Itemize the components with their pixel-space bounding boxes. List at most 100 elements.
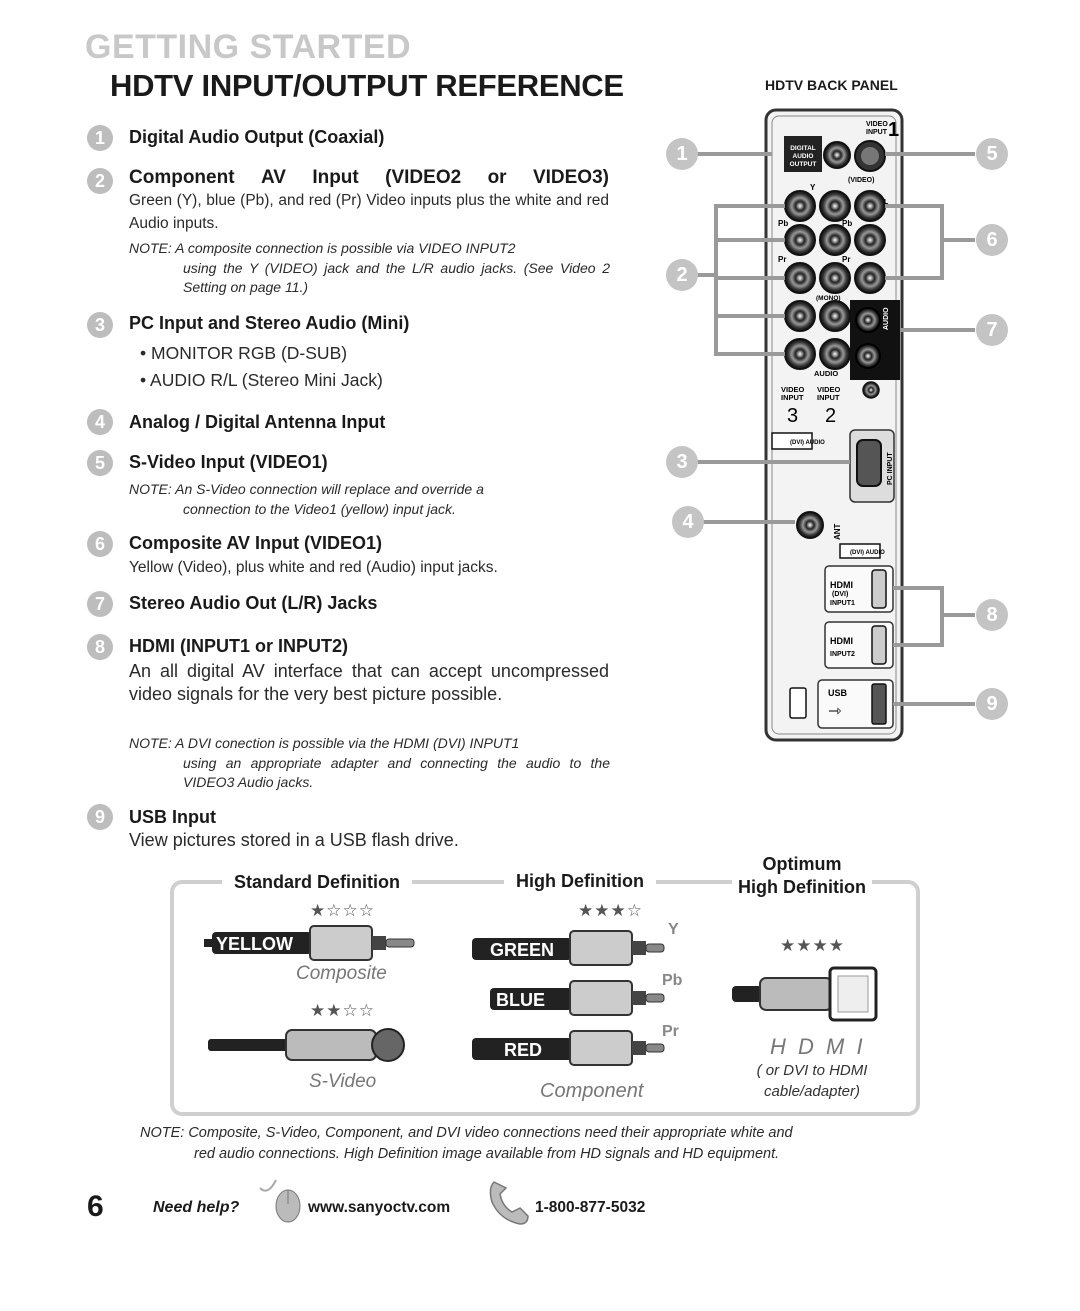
item-number-2: 2 — [87, 168, 113, 194]
footnote-line1: : Composite, S-Video, Component, and DVI… — [180, 1125, 793, 1141]
red-cable: RED Pr — [472, 1023, 679, 1066]
dvi-audio-box — [771, 432, 813, 450]
audio-label: AUDIO — [814, 369, 838, 378]
jack — [784, 338, 816, 370]
callout-lines — [697, 152, 975, 706]
callout-2: 2 — [666, 259, 698, 291]
red-label: RED — [504, 1040, 542, 1060]
hdmi-stars: ★★★★ — [780, 936, 845, 955]
optimum-header-line: Optimum — [762, 854, 842, 874]
note-rest: using an appropriate adapter and connect… — [183, 754, 610, 791]
website-link[interactable]: www.sanyoctv.com — [308, 1199, 451, 1216]
item-number-8: 8 — [87, 634, 113, 660]
item-number-3: 3 — [87, 312, 113, 338]
jack — [784, 262, 816, 294]
jack — [819, 190, 851, 222]
usb-tab — [789, 687, 807, 719]
usb-label: USB — [828, 688, 848, 698]
dvi-audio-box-2 — [839, 543, 881, 559]
item-number-4: 4 — [87, 409, 113, 435]
pr-label: Pr — [842, 255, 850, 264]
note-first-line: : A composite connection is possible via… — [167, 240, 516, 256]
item-number-6: 6 — [87, 531, 113, 557]
digital-audio-label: AUDIO — [793, 153, 814, 160]
component-caption: Component — [540, 1080, 644, 1102]
item-title-6: Composite AV Input (VIDEO1) — [129, 533, 383, 553]
item-title-8: HDMI (INPUT1 or INPUT2) — [129, 636, 349, 656]
item-number-5: 5 — [87, 450, 113, 476]
input-label-3: INPUT — [781, 393, 804, 402]
item-title-2-word: Input — [312, 167, 359, 188]
item-body-8: An all digital AV interface that can acc… — [129, 661, 609, 704]
jack — [819, 224, 851, 256]
pc-input-label: PC INPUT — [887, 452, 894, 485]
composite-caption: Composite — [296, 963, 387, 984]
bullet-item: • MONITOR RGB (D-SUB) — [140, 343, 348, 363]
note-label: NOTE — [129, 240, 168, 256]
hdmi-cable — [732, 966, 878, 1022]
component-stars: ★★★☆ — [578, 901, 643, 920]
hdmi-subcaption-line: cable/adapter) — [764, 1083, 860, 1100]
item-body-2: Green (Y), blue (Pb), and red (Pr) Video… — [129, 192, 609, 232]
footnote-line2: red audio connections. High Definition i… — [194, 1146, 780, 1162]
callout-5: 5 — [976, 138, 1008, 170]
svideo-cable — [208, 1028, 405, 1062]
item-title-2-word: AV — [260, 167, 286, 188]
high-definition-header: High Definition — [504, 871, 656, 892]
note-rest: using the Y (VIDEO) jack and the L/R aud… — [183, 259, 610, 296]
blue-cable: BLUE Pb — [490, 972, 683, 1016]
item-note-5: NOTE: An S-Video connection will replace… — [129, 480, 610, 519]
item-title-3: PC Input and Stereo Audio (Mini) — [129, 313, 410, 333]
jack — [819, 338, 851, 370]
hdmi-subcaption: ( or DVI to HDMI cable/adapter) — [742, 1060, 882, 1102]
y-label: Y — [668, 921, 679, 938]
item-title-2-word: VIDEO3) — [532, 167, 609, 188]
input-number-3: 3 — [787, 405, 798, 427]
svideo-stars: ★★☆☆ — [310, 1001, 375, 1020]
phone-icon — [489, 1181, 529, 1225]
digital-audio-label: OUTPUT — [790, 161, 817, 168]
callout-9: 9 — [976, 688, 1008, 720]
pr-label: Pr — [778, 255, 786, 264]
input-label-2: INPUT — [817, 393, 840, 402]
item-title-2-word: (VIDEO2 — [385, 167, 462, 188]
mini-audio-jack — [862, 381, 880, 399]
note-label: NOTE — [129, 481, 168, 497]
usb-port — [871, 683, 887, 725]
audio-out-label: AUDIO — [883, 307, 890, 330]
digital-audio-label: DIGITAL — [790, 145, 816, 152]
callout-1: 1 — [666, 138, 698, 170]
item-title-4: Analog / Digital Antenna Input — [129, 412, 386, 432]
item-body-9: View pictures stored in a USB flash driv… — [129, 830, 459, 850]
optimum-header-line: High Definition — [738, 877, 866, 897]
y-label: Y — [810, 183, 816, 192]
component-jacks — [784, 190, 886, 370]
dvi-audio-label-2: (DVI) AUDIO — [850, 550, 885, 556]
jack — [854, 224, 886, 256]
green-label: GREEN — [490, 940, 554, 960]
antenna-jack — [796, 511, 824, 539]
phone-number[interactable]: 1-800-877-5032 — [535, 1199, 646, 1216]
note-label: NOTE — [129, 735, 168, 751]
bullet-text: AUDIO R/L (Stereo Mini Jack) — [150, 370, 383, 390]
pr-label: Pr — [662, 1023, 679, 1040]
yellow-label: YELLOW — [216, 934, 293, 954]
page-title: HDTV INPUT/OUTPUT REFERENCE — [110, 68, 624, 103]
hdmi1-port — [871, 569, 887, 609]
digital-audio-jack — [823, 141, 851, 169]
video-input-number: 1 — [888, 119, 899, 141]
item-title-9: USB Input — [129, 807, 216, 827]
section-title: GETTING STARTED — [85, 28, 412, 66]
callout-6: 6 — [976, 224, 1008, 256]
pb-label: Pb — [662, 972, 683, 989]
audio-out-jack-l — [855, 307, 881, 333]
digital-audio-box — [784, 136, 822, 172]
bullet-text: MONITOR RGB (D-SUB) — [151, 343, 348, 363]
jack — [784, 300, 816, 332]
jack — [854, 262, 886, 294]
usb-icon: ⇾ — [828, 703, 841, 720]
note-first-line: : An S-Video connection will replace and… — [167, 481, 484, 497]
callout-4: 4 — [672, 506, 704, 538]
video-label-2: VIDEO — [817, 385, 841, 394]
item-title-5: S-Video Input (VIDEO1) — [129, 452, 328, 472]
